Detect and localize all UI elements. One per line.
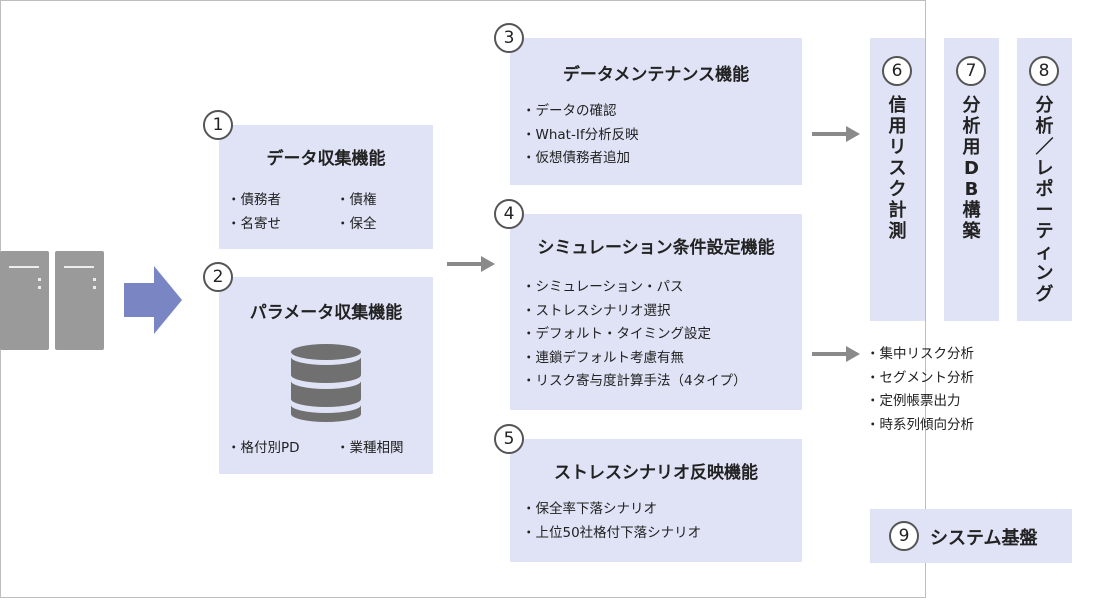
box-title: システム基盤 [930, 528, 1038, 549]
list-item: 連鎖デフォルト考慮有無 [522, 347, 747, 371]
list-item: デフォルト・タイミング設定 [522, 323, 747, 347]
step-number: 6 [882, 56, 912, 86]
list-item: 保全率下落シナリオ [522, 498, 701, 522]
list-item: 債務者 [227, 189, 282, 213]
step-number: 8 [1029, 56, 1059, 86]
list-item: ストレスシナリオ選択 [522, 300, 747, 324]
server-icon [55, 251, 104, 350]
box-title: ストレスシナリオ反映機能 [554, 463, 758, 483]
list-item: リスク寄与度計算手法（4タイプ） [522, 370, 747, 394]
step-number: 7 [956, 56, 986, 86]
step-number: 3 [494, 23, 524, 53]
list-item: What-If分析反映 [522, 124, 639, 148]
list-item: 債権 [336, 189, 377, 213]
arrow-right-icon [812, 346, 860, 362]
stress-scenario-box: ストレスシナリオ反映機能 保全率下落シナリオ 上位50社格付下落シナリオ [510, 439, 802, 562]
list-item: 定例帳票出力 [866, 390, 974, 414]
step-number: 5 [494, 424, 524, 454]
data-maintenance-box: データメンテナンス機能 データの確認 What-If分析反映 仮想債務者追加 [510, 38, 802, 185]
box-title: データメンテナンス機能 [562, 65, 750, 85]
system-platform-box: 9 システム基盤 [870, 509, 1072, 563]
parameter-collection-box: パラメータ収集機能 格付別PD 業種相関 [219, 277, 433, 474]
arrow-right-icon [812, 126, 860, 142]
list-item: 名寄せ [227, 213, 282, 237]
step-number: 1 [203, 110, 233, 140]
list-item: 業種相関 [336, 437, 404, 461]
arrow-right-icon [124, 266, 182, 334]
simulation-settings-box: シミュレーション条件設定機能 シミュレーション・パス ストレスシナリオ選択 デフ… [510, 214, 802, 410]
step-number: 4 [494, 199, 524, 229]
arrow-right-icon [447, 256, 495, 272]
list-item: 仮想債務者追加 [522, 147, 639, 171]
list-item: データの確認 [522, 100, 639, 124]
output-list: 集中リスク分析 セグメント分析 定例帳票出力 時系列傾向分析 [866, 343, 975, 438]
list-item: 時系列傾向分析 [866, 414, 975, 438]
box-title: シミュレーション条件設定機能 [537, 238, 775, 258]
step-number: 2 [203, 262, 233, 292]
list-item: 格付別PD [227, 437, 300, 461]
list-item: 上位50社格付下落シナリオ [522, 522, 702, 546]
step-number: 9 [889, 521, 919, 551]
list-item: 保全 [336, 213, 377, 237]
list-item: セグメント分析 [866, 367, 975, 391]
list-item: シミュレーション・パス [522, 276, 747, 300]
data-collection-box: データ収集機能 債務者 名寄せ 債権 保全 [219, 125, 433, 249]
server-icon [0, 251, 49, 350]
list-item: 集中リスク分析 [866, 343, 975, 367]
box-title: データ収集機能 [266, 149, 386, 169]
database-icon [291, 344, 361, 422]
box-title: パラメータ収集機能 [249, 303, 403, 323]
